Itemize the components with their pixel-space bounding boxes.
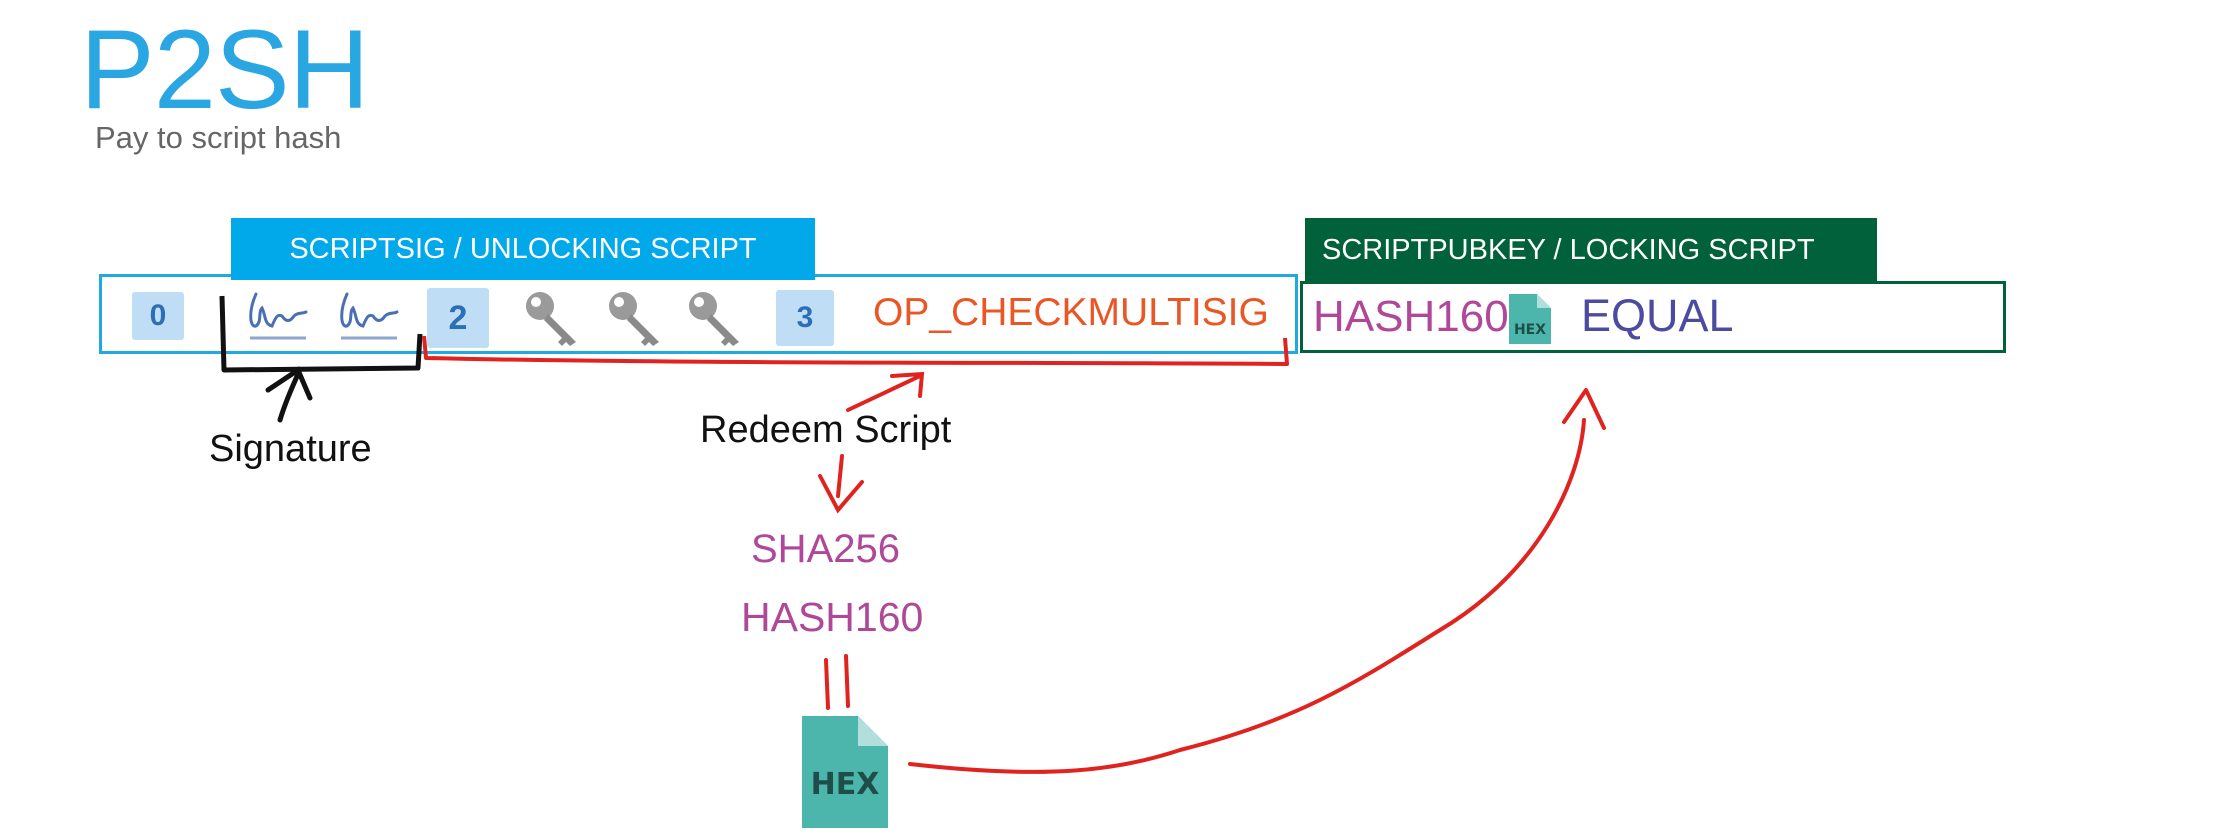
locking-hash160: HASH160 [1313,292,1509,341]
redeem-script-label: Redeem Script [700,409,952,451]
sha256-label: SHA256 [751,527,900,571]
signature-bracket [219,295,423,373]
signature-label: Signature [209,428,372,470]
locking-script-box [1300,281,2006,353]
hex-file-label: HEX [1514,322,1546,338]
required-signatures-box: 2 [427,288,489,348]
total-keys-box: 3 [776,290,834,346]
redeem-script-bracket [422,335,1289,366]
op-zero-box: 0 [132,292,184,340]
signature-icon [249,292,308,340]
key-icon [689,292,739,346]
redeem-arrow-up [846,371,925,412]
redeem-arrow-down [818,454,864,514]
hash160-label: HASH160 [741,594,924,640]
signature-icon [340,292,399,340]
key-icon [526,292,576,346]
equals-lines [824,654,850,710]
locking-script-header: SCRIPTPUBKEY / LOCKING SCRIPT [1305,218,1877,282]
unlocking-script-header: SCRIPTSIG / UNLOCKING SCRIPT [231,218,815,280]
hex-file-label: HEX [811,767,880,802]
key-icon [609,292,659,346]
hex-file-icon: HEX [802,716,888,828]
hex-file-icon: HEX [1509,294,1551,344]
locking-equal: EQUAL [1581,290,1734,341]
page-title: P2SH [80,7,370,132]
hash-to-locking-arrow [908,418,1586,774]
hash-to-locking-arrowhead [1562,388,1606,430]
signature-arrow [265,366,313,423]
op-checkmultisig: OP_CHECKMULTISIG [873,291,1269,334]
page-subtitle: Pay to script hash [95,120,342,155]
